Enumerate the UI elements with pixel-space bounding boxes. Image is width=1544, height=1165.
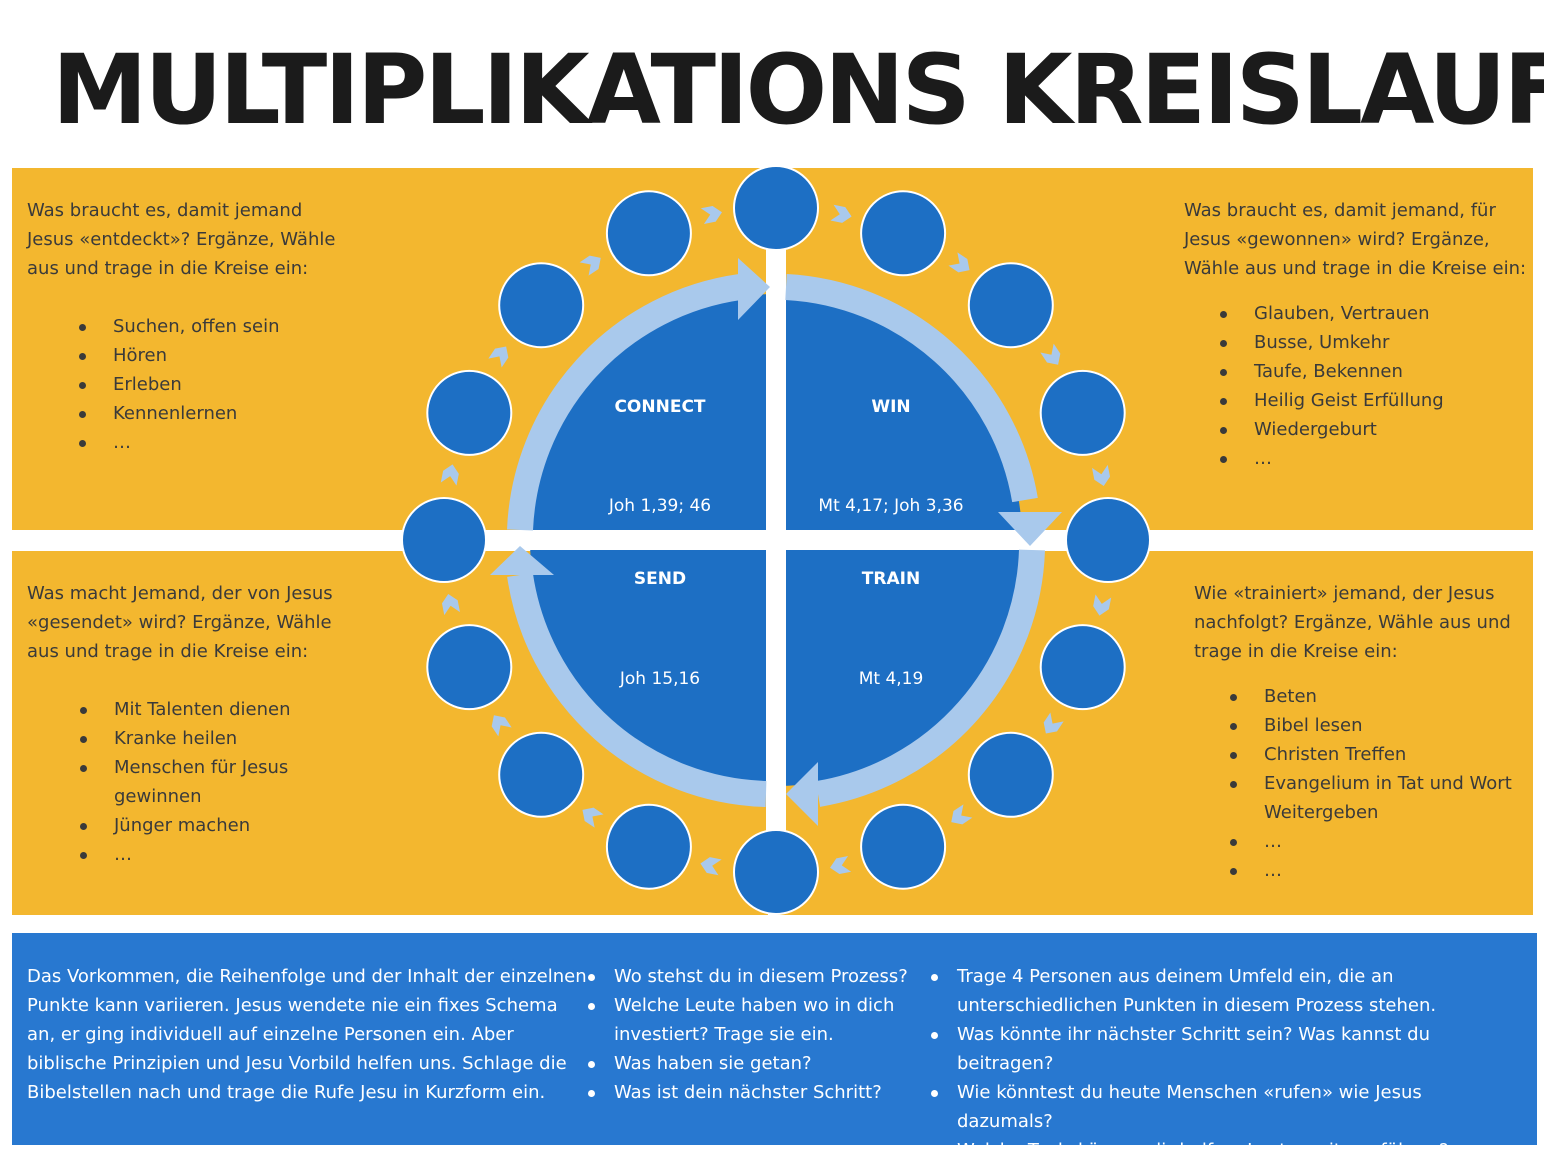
win-list: Glauben, Vertrauen Busse, Umkehr Taufe, … (1218, 299, 1518, 473)
reflection-questions: Wo stehst du in diesem Prozess? Welche L… (586, 962, 916, 1107)
quadrant-win-verse: Mt 4,17; Joh 3,36 (818, 496, 963, 516)
step-circle[interactable] (733, 829, 819, 915)
action-questions: Trage 4 Personen aus deinem Umfeld ein, … (929, 962, 1519, 1165)
cycle-arrowheads (490, 258, 1062, 826)
step-circle[interactable] (1065, 497, 1151, 583)
step-circle[interactable] (967, 731, 1054, 818)
step-chevron-icon (951, 804, 973, 825)
step-chevron-icon (441, 594, 460, 616)
step-chevrons (440, 204, 1112, 876)
list-item: … (78, 840, 318, 869)
quadrant-train-label: TRAIN (862, 569, 920, 589)
step-circles (401, 165, 1151, 915)
step-circle[interactable] (401, 497, 487, 583)
arrowhead-send (490, 546, 554, 575)
arrowhead-train (786, 762, 818, 826)
list-item: Suchen, offen sein (77, 312, 768, 341)
arrow-connect-arc (507, 274, 742, 531)
step-chevron-icon (700, 205, 722, 224)
step-chevron-icon (488, 346, 509, 368)
step-chevron-icon (948, 252, 970, 273)
send-question: Was macht Jemand, der von Jesus «gesende… (27, 583, 333, 662)
list-item: Evangelium in Tat und Wort Weitergeben (1228, 769, 1518, 827)
quadrant-connect-verse: Joh 1,39; 46 (608, 496, 711, 516)
step-chevron-icon (440, 464, 459, 486)
quadrant-connect-label: CONNECT (614, 397, 705, 417)
quadrant-train-verse: Mt 4,19 (859, 669, 924, 689)
arrowhead-win (998, 512, 1062, 546)
list-item: … (1228, 856, 1518, 885)
win-question: Was braucht es, damit jemand, für Jesus … (1184, 200, 1527, 279)
list-item: Beten (1228, 682, 1518, 711)
list-item: Kranke heilen (78, 724, 318, 753)
send-list: Mit Talenten dienen Kranke heilen Mensch… (78, 695, 318, 869)
step-chevron-icon (830, 204, 852, 223)
step-circle[interactable] (733, 165, 819, 251)
list-item: Glauben, Vertrauen (1218, 299, 1518, 328)
step-circle[interactable] (605, 803, 692, 890)
step-circle[interactable] (860, 190, 947, 277)
step-circle[interactable] (860, 803, 947, 890)
list-item: Christen Treffen (1228, 740, 1518, 769)
step-circle[interactable] (1039, 369, 1126, 456)
list-item: … (77, 428, 768, 457)
list-item: Kennenlernen (77, 399, 768, 428)
list-item: Menschen für Jesus gewinnen (78, 753, 318, 811)
step-chevron-icon (700, 857, 722, 876)
list-item: Welche Tools können dir helfen, Leute we… (929, 1136, 1519, 1165)
step-circle[interactable] (426, 624, 513, 711)
list-item: Hören (77, 341, 768, 370)
list-item: Taufe, Bekennen (1218, 357, 1518, 386)
arrowhead-connect (738, 258, 770, 320)
cycle-arrows (507, 274, 1045, 807)
step-chevron-icon (1043, 712, 1064, 734)
list-item: Wiedergeburt (1218, 415, 1518, 444)
list-item: Mit Talenten dienen (78, 695, 318, 724)
step-circle[interactable] (498, 731, 585, 818)
step-chevron-icon (1093, 594, 1112, 616)
list-item: … (1228, 827, 1518, 856)
step-circle[interactable] (498, 262, 585, 349)
list-item: Welche Leute haben wo in dich investiert… (586, 991, 916, 1049)
arrow-send-arc (507, 573, 767, 807)
quadrant-send-label: SEND (634, 569, 686, 589)
list-item: … (1218, 444, 1518, 473)
train-list: Beten Bibel lesen Christen Treffen Evang… (1228, 682, 1518, 885)
list-item: Trage 4 Personen aus deinem Umfeld ein, … (929, 962, 1519, 1020)
step-chevron-icon (579, 255, 601, 276)
step-circle[interactable] (426, 369, 513, 456)
list-item: Erleben (77, 370, 768, 399)
list-item: Busse, Umkehr (1218, 328, 1518, 357)
step-chevron-icon (1092, 464, 1111, 486)
list-item: Was haben sie getan? (586, 1049, 916, 1078)
list-item: Bibel lesen (1228, 711, 1518, 740)
step-chevron-icon (1040, 343, 1061, 365)
list-item: Wo stehst du in diesem Prozess? (586, 962, 916, 991)
step-chevron-icon (830, 856, 852, 875)
horizontal-divider (480, 530, 1080, 550)
arrow-train-arc (815, 549, 1045, 807)
list-item: Wie könntest du heute Menschen «rufen» w… (929, 1078, 1519, 1136)
step-circle[interactable] (605, 190, 692, 277)
list-item: Was könnte ihr nächster Schritt sein? Wa… (929, 1020, 1519, 1078)
bottom-intro-text: Das Vorkommen, die Reihenfolge und der I… (27, 966, 587, 1103)
list-item: Heilig Geist Erfüllung (1218, 386, 1518, 415)
arrow-win-arc (785, 274, 1038, 503)
connect-list: Suchen, offen sein Hören Erleben Kennenl… (77, 312, 768, 457)
connect-question: Was braucht es, damit jemand Jesus «entd… (27, 200, 336, 279)
page-title: MULTIPLIKATIONS KREISLAUF (52, 34, 1544, 146)
bottom-info-bar: Das Vorkommen, die Reihenfolge und der I… (12, 933, 1537, 1161)
quadrant-send-verse: Joh 15,16 (619, 669, 700, 689)
step-circle[interactable] (967, 262, 1054, 349)
quadrant-win-label: WIN (871, 397, 910, 417)
step-chevron-icon (491, 715, 512, 737)
list-item: Was ist dein nächster Schritt? (586, 1078, 916, 1107)
train-question: Wie «trainiert» jemand, der Jesus nachfo… (1194, 583, 1511, 662)
step-circle[interactable] (1039, 624, 1126, 711)
step-chevron-icon (582, 807, 604, 828)
list-item: Jünger machen (78, 811, 318, 840)
